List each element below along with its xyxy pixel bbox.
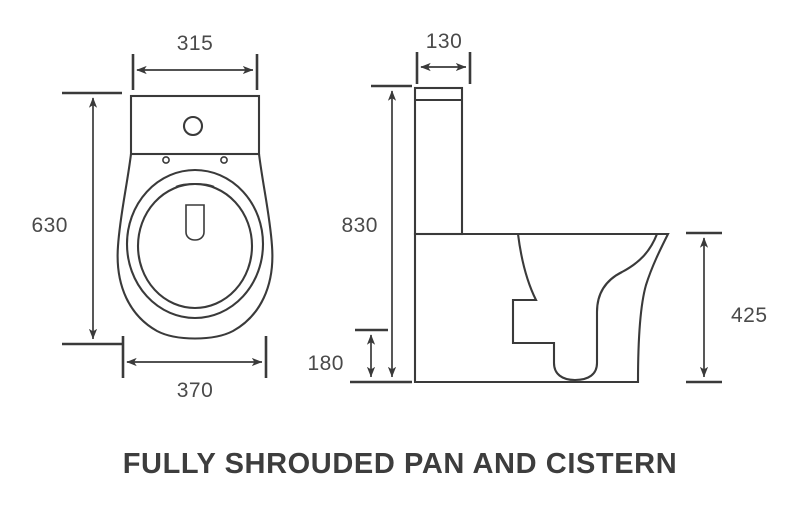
dim-label-315: 315 [177,32,214,55]
front-seat-outer [125,168,265,320]
drawing-caption: FULLY SHROUDED PAN AND CISTERN [123,448,678,480]
dimension-front-width-top: 315 [131,32,259,90]
side-view-group: 130 830 180 425 [307,30,768,384]
front-cistern-body [129,94,261,156]
dim-label-180: 180 [307,352,344,375]
dim-label-370: 370 [177,379,214,402]
front-bowl-outlet [185,204,205,241]
front-hinge-hole-right [220,156,228,164]
dim-label-830: 830 [341,214,378,237]
dimension-side-total-height: 830 [341,84,412,378]
dimension-side-base-height: 180 [307,328,412,384]
front-view-group: 315 630 370 [31,32,274,402]
side-pan-shroud [413,232,670,384]
side-cistern-body [413,86,464,236]
dim-label-130: 130 [426,30,463,53]
front-hinge-hole-left [162,156,170,164]
front-seat-hinge-band [175,182,215,188]
dimension-side-cistern-depth: 130 [415,30,472,84]
front-seat-inner [136,182,254,310]
dimension-front-width-bottom: 370 [121,336,268,402]
front-flush-button-icon [182,115,204,137]
dim-label-425: 425 [731,304,768,327]
dimension-side-seat-height: 425 [686,231,768,384]
side-bowl-profile [511,233,658,382]
dimension-front-height: 630 [31,91,122,346]
dim-label-630: 630 [31,214,68,237]
front-pan-outline [116,153,274,340]
